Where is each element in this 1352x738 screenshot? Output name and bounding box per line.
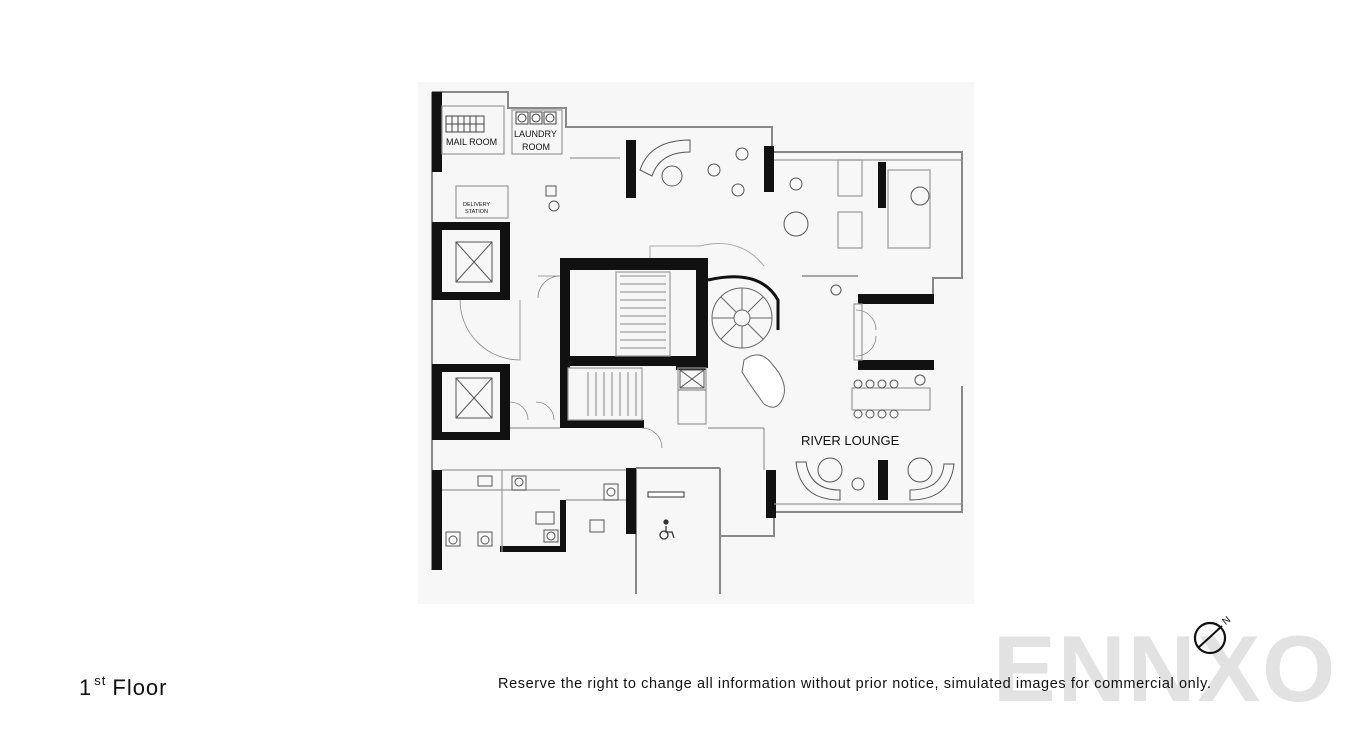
toilet-fixtures <box>445 475 619 547</box>
wheelchair-icon <box>659 519 675 540</box>
lounge-furniture <box>545 139 955 501</box>
kidney-bench <box>741 354 785 408</box>
solid-walls <box>432 92 934 570</box>
floor-suffix: st <box>94 673 107 688</box>
disclaimer-text: Reserve the right to change all informat… <box>498 676 1212 692</box>
elevator-icon <box>455 241 705 419</box>
floor-word: Floor <box>112 675 168 700</box>
door-swings <box>459 275 877 449</box>
interior-lines <box>441 105 962 552</box>
delivery-station-label-line2: STATION <box>465 209 488 215</box>
mail-room-label: MAIL ROOM <box>446 137 497 147</box>
spiral-stair <box>649 243 780 349</box>
laundry-room-label-line1: LAUNDRY <box>514 129 557 139</box>
floor-number: 1 <box>79 675 93 700</box>
laundry-machines <box>515 111 557 125</box>
entrance-ramp-bar <box>647 491 685 498</box>
delivery-station-label-line1: DELIVERY <box>463 202 490 208</box>
north-compass-icon: N <box>1193 614 1233 655</box>
laundry-room-label-line2: ROOM <box>522 142 550 152</box>
stair-icon <box>587 275 666 416</box>
river-lounge-label: RIVER LOUNGE <box>801 433 900 448</box>
ennxo-watermark: ENNXO <box>993 616 1338 721</box>
compass-north-label: N <box>1220 614 1233 627</box>
mailbox-grid <box>445 115 485 133</box>
